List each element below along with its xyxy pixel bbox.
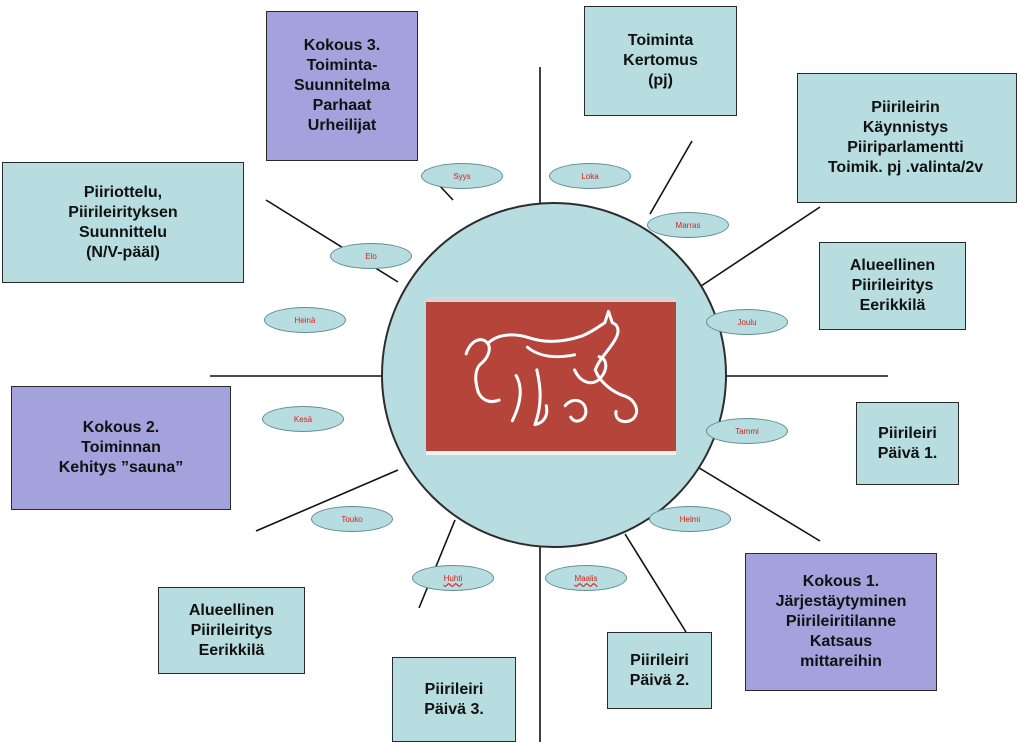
box-line: Piirileiritilanne (785, 613, 897, 630)
lynx-cat-logo-icon (464, 309, 638, 427)
box-line: Piirileirityksen (68, 203, 178, 221)
box-line: Piirileiri (630, 651, 689, 669)
box-line: Parhaat (312, 97, 372, 114)
box-alueellinen-right: Alueellinen Piirileiritys Eerikkilä (819, 242, 966, 330)
month-label: Maalis (574, 573, 598, 583)
month-label: Kesä (293, 414, 313, 424)
box-piirileirin-kaynnistys: Piirileirin Käynnistys Piiriparlamentti … (797, 73, 1017, 203)
box-line: Kehitys ”sauna” (58, 459, 184, 476)
logo-panel (426, 297, 676, 455)
box-line: Kokous 1. (802, 573, 880, 590)
month-label: Joulu (737, 317, 757, 327)
box-line: Toiminta- (306, 57, 378, 74)
month-label: Marras (675, 220, 701, 230)
box-line: (pj) (648, 72, 673, 89)
box-piirileiri-paiva-3: Piirileiri Päivä 3. (392, 657, 516, 742)
box-piiriottelu: Piiriottelu, Piirileirityksen Suunnittel… (2, 162, 244, 283)
month-oval-helmi: Helmi (649, 506, 731, 532)
month-oval-kesa: Kesä (262, 406, 344, 432)
month-oval-syys: Syys (421, 163, 503, 189)
month-oval-maalis: Maalis (545, 565, 627, 591)
box-line: Piirileiri (424, 680, 484, 698)
box-line: Eerikkilä (198, 641, 265, 659)
box-piirileiri-paiva-2: Piirileiri Päivä 2. (607, 632, 712, 709)
box-line: Päivä 1. (877, 444, 938, 462)
month-label: Heinä (294, 315, 316, 325)
box-line: Katsaus (809, 633, 873, 650)
box-line: Piirileiritys (851, 277, 934, 294)
box-line: Järjestäytyminen (775, 593, 907, 610)
month-oval-marras: Marras (647, 212, 729, 238)
box-kokous-1: Kokous 1. Järjestäytyminen Piirileiritil… (745, 553, 937, 691)
box-line: Kokous 2. (82, 419, 160, 436)
month-oval-heina: Heinä (264, 307, 346, 333)
month-label: Huhti (443, 573, 463, 583)
month-label: Tammi (735, 426, 759, 436)
box-line: Toimik. pj .valinta/2v (827, 159, 984, 176)
month-oval-touko: Touko (311, 506, 393, 532)
box-line: Piirileiri (878, 424, 937, 442)
month-oval-huhti: Huhti (412, 565, 494, 591)
month-label: Helmi (679, 514, 701, 524)
box-line: Päivä 2. (629, 671, 690, 689)
box-line: Alueellinen (188, 601, 275, 619)
month-label: Touko (341, 514, 363, 524)
month-oval-tammi: Tammi (706, 418, 788, 444)
box-line: Suunnitelma (293, 77, 390, 94)
box-line: Eerikkilä (859, 297, 926, 314)
box-alueellinen-left: Alueellinen Piirileiritys Eerikkilä (158, 587, 305, 674)
box-line: Suunnittelu (79, 223, 167, 241)
box-line: mittareihin (800, 653, 882, 670)
month-oval-joulu: Joulu (706, 309, 788, 335)
box-line: Piiriottelu, (83, 183, 163, 201)
month-oval-elo: Elo (330, 243, 412, 269)
box-line: Piirileirin (871, 99, 940, 116)
box-kokous-2: Kokous 2. Toiminnan Kehitys ”sauna” (11, 386, 231, 510)
box-line: Toiminta (627, 32, 694, 49)
box-line: Toiminnan (81, 439, 161, 456)
box-line: Urheilijat (307, 117, 377, 134)
box-line: Alueellinen (849, 257, 936, 274)
box-line: (N/V-pääl) (86, 243, 160, 261)
box-line: Piirileiritys (190, 621, 273, 639)
box-toimintakertomus: Toiminta Kertomus (pj) (584, 6, 737, 116)
month-label: Syys (453, 171, 471, 181)
box-line: Kokous 3. (303, 37, 381, 54)
month-oval-loka: Loka (549, 163, 631, 189)
box-line: Kertomus (623, 52, 698, 69)
box-piirileiri-paiva-1: Piirileiri Päivä 1. (856, 402, 959, 485)
box-line: Päivä 3. (424, 700, 484, 718)
box-line: Piiriparlamentti (847, 139, 964, 156)
month-label: Loka (581, 171, 599, 181)
box-line: Käynnistys (862, 119, 949, 136)
box-kokous-3: Kokous 3. Toiminta- Suunnitelma Parhaat … (266, 11, 418, 161)
month-label: Elo (365, 251, 377, 261)
